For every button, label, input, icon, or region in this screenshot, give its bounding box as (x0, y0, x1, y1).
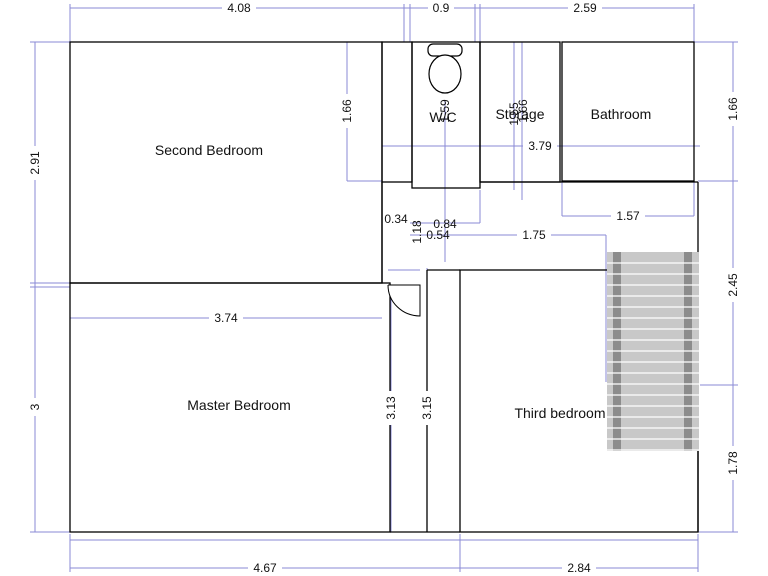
dim-top-left: 4.08 (227, 1, 251, 15)
dim-second-bed-width: 3.74 (214, 311, 238, 325)
dim-top-mid: 0.9 (433, 1, 450, 15)
dim-bottom-right: 2.84 (567, 561, 591, 575)
dim-master-height: 3.13 (384, 396, 398, 420)
dim-right-lower: 1.78 (726, 451, 740, 475)
room-storage: Storage (495, 106, 544, 122)
dim-storage-b: 1.66 (516, 99, 530, 123)
room-bathroom: Bathroom (591, 106, 652, 122)
room-wc: W/C (429, 109, 456, 125)
dim-storage-a: 1.55 (507, 102, 521, 126)
dim-corridor-height: 3.15 (420, 396, 434, 420)
dim-hall-c: 0.54 (426, 228, 450, 242)
dim-wc-width: 1.59 (438, 99, 452, 123)
bathroom-outline (561, 41, 695, 182)
dim-right-mid: 2.45 (726, 273, 740, 297)
storage-closet-outline (381, 41, 413, 183)
second-bedroom-outline (69, 41, 383, 284)
dim-hall-b: 0.84 (433, 217, 457, 231)
room-third-bedroom: Third bedroom (514, 405, 605, 421)
room-labels: Second Bedroom Master Bedroom Third bedr… (155, 106, 651, 421)
staircase (607, 252, 699, 451)
room-second-bedroom: Second Bedroom (155, 142, 263, 158)
dim-top-right: 2.59 (573, 1, 597, 15)
dim-third-bed-width: 1.75 (522, 228, 546, 242)
dim-bathroom-width: 1.57 (616, 209, 640, 223)
room-master-bedroom: Master Bedroom (187, 397, 290, 413)
dim-hall-a: 0.34 (384, 212, 408, 226)
dim-bottom-left: 4.67 (253, 561, 277, 575)
dim-right-upper: 1.66 (726, 97, 740, 121)
dimension-labels: 4.08 0.9 2.59 2.91 3 4.67 2.84 1.66 2.45… (28, 1, 740, 576)
door-icon (387, 284, 421, 317)
dim-upper-span: 3.79 (528, 139, 552, 153)
dim-second-bed-height: 1.66 (340, 99, 354, 123)
toilet-icon (427, 43, 463, 94)
dim-left-lower: 3 (28, 403, 42, 410)
dim-left-upper: 2.91 (28, 151, 42, 175)
dim-hall-d: 1.18 (410, 220, 424, 244)
